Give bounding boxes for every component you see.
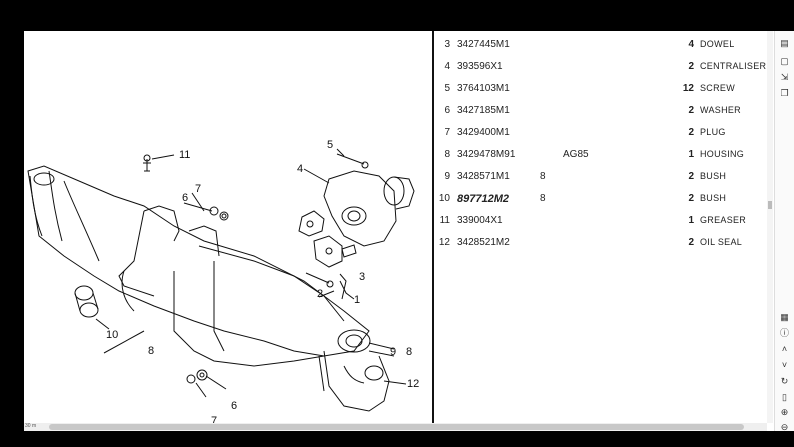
callout-4: 4 xyxy=(297,163,303,175)
item-number: 5 xyxy=(444,83,450,94)
item-number: 11 xyxy=(439,215,450,226)
callout-7: 7 xyxy=(195,183,201,195)
callout-6-bottom: 6 xyxy=(231,400,237,412)
part-description: WASHER xyxy=(700,105,741,115)
callout-5: 5 xyxy=(327,139,333,151)
table-row[interactable]: 12 3428521M2 2 OIL SEAL xyxy=(436,237,776,255)
quantity: 2 xyxy=(688,61,694,72)
vertical-scroll-thumb[interactable] xyxy=(768,201,772,209)
quantity: 1 xyxy=(688,215,694,226)
side-toolbar: ▤ ▢ ⇲ ❐ ▦ ⓘ ˄ ˅ ↻ ▯ ⊕ ⊖ xyxy=(774,31,794,432)
quantity: 2 xyxy=(688,193,694,204)
copy-icon[interactable]: ❐ xyxy=(780,88,789,98)
top-black-bar xyxy=(0,0,794,31)
part-description: SCREW xyxy=(700,83,735,93)
part-note-model: AG85 xyxy=(563,149,589,160)
callout-12: 12 xyxy=(407,378,419,390)
column-divider xyxy=(432,31,434,423)
item-number: 12 xyxy=(438,237,450,248)
part-number: 3429478M91 xyxy=(457,149,516,160)
quantity: 2 xyxy=(688,237,694,248)
callout-9: 9 xyxy=(390,346,396,358)
part-description: PLUG xyxy=(700,127,726,137)
part-number: 3428571M1 xyxy=(457,171,510,182)
part-note: 8 xyxy=(540,171,546,182)
part-number: 897712M2 xyxy=(457,193,509,205)
vertical-scrollbar[interactable] xyxy=(767,31,773,423)
item-number: 9 xyxy=(444,171,450,182)
part-description: DOWEL xyxy=(700,39,735,49)
callout-10: 10 xyxy=(106,329,118,341)
callout-6: 6 xyxy=(182,192,188,204)
parts-list: 3 3427445M1 4 DOWEL 4 393596X1 2 CENTRALISER 5 37… xyxy=(436,31,776,426)
sheet-icon[interactable]: ▤ xyxy=(780,38,789,48)
table-row[interactable]: 3 3427445M1 4 DOWEL xyxy=(436,39,776,57)
table-row[interactable]: 11 339004X1 1 GREASER xyxy=(436,215,776,233)
bottom-black-bar xyxy=(0,431,794,447)
zoom-in-icon[interactable]: ⊕ xyxy=(780,407,789,417)
item-number: 10 xyxy=(438,193,450,204)
exploded-diagram: 11 5 4 6 7 3 2 1 10 8 9 8 12 6 7 xyxy=(27,139,419,426)
callout-8: 8 xyxy=(148,345,154,357)
part-number: 3427185M1 xyxy=(457,105,510,116)
up-icon[interactable]: ˄ xyxy=(781,344,788,354)
part-description: BUSH xyxy=(700,171,727,181)
part-number: 3428521M2 xyxy=(457,237,510,248)
comment-icon[interactable]: ▢ xyxy=(780,56,789,66)
part-number: 3429400M1 xyxy=(457,127,510,138)
zoom-label: 30 m xyxy=(25,423,37,429)
part-number: 3764103M1 xyxy=(457,83,510,94)
housing-outline xyxy=(27,165,370,357)
part-description: GREASER xyxy=(700,215,747,225)
item-number: 3 xyxy=(444,39,450,50)
part-number: 339004X1 xyxy=(457,215,503,226)
part-number: 393596X1 xyxy=(457,61,503,72)
export-icon[interactable]: ⇲ xyxy=(780,72,789,82)
part-description: BUSH xyxy=(700,193,727,203)
callout-11: 11 xyxy=(179,149,190,161)
part-description: CENTRALISER xyxy=(700,61,767,71)
quantity: 12 xyxy=(682,83,694,94)
document-icon[interactable]: ▯ xyxy=(782,392,787,402)
callout-3: 3 xyxy=(359,271,365,283)
horizontal-scrollbar[interactable] xyxy=(24,423,767,431)
callout-7-bottom: 7 xyxy=(211,415,217,426)
horizontal-scroll-thumb[interactable] xyxy=(49,424,744,430)
part-description: OIL SEAL xyxy=(700,237,743,247)
table-row[interactable]: 10 897712M2 8 2 BUSH xyxy=(436,193,776,211)
callout-2: 2 xyxy=(317,288,323,300)
part-number: 3427445M1 xyxy=(457,39,510,50)
part-note: 8 xyxy=(540,193,546,204)
quantity: 2 xyxy=(688,127,694,138)
item-number: 6 xyxy=(444,105,450,116)
quantity: 4 xyxy=(688,39,694,50)
refresh-icon[interactable]: ↻ xyxy=(780,376,789,386)
left-margin xyxy=(0,31,24,447)
callout-1: 1 xyxy=(354,294,360,306)
down-icon[interactable]: ˅ xyxy=(781,360,788,370)
quantity: 1 xyxy=(688,149,694,160)
zoom-out-icon[interactable]: ⊖ xyxy=(780,422,789,432)
quantity: 2 xyxy=(688,105,694,116)
quantity: 2 xyxy=(688,171,694,182)
part-description: HOUSING xyxy=(700,149,745,159)
info-icon[interactable]: ⓘ xyxy=(779,328,789,338)
callout-8-right: 8 xyxy=(406,346,412,358)
table-icon[interactable]: ▦ xyxy=(780,312,789,322)
item-number: 8 xyxy=(444,149,450,160)
table-row[interactable]: 9 3428571M1 8 2 BUSH xyxy=(436,171,776,189)
item-number: 4 xyxy=(444,61,450,72)
table-row[interactable]: 6 3427185M1 2 WASHER xyxy=(436,105,776,123)
table-row[interactable]: 8 3429478M91 AG85 1 HOUSING xyxy=(436,149,776,167)
table-row[interactable]: 5 3764103M1 12 SCREW xyxy=(436,83,776,101)
table-row[interactable]: 7 3429400M1 2 PLUG xyxy=(436,127,776,145)
table-row[interactable]: 4 393596X1 2 CENTRALISER xyxy=(436,61,776,79)
item-number: 7 xyxy=(444,127,450,138)
